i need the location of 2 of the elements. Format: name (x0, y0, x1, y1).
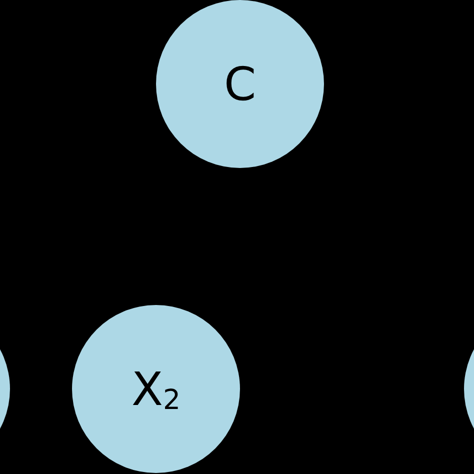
node-label: X$_{2}$ (131, 366, 181, 412)
node-label: C (224, 61, 256, 107)
